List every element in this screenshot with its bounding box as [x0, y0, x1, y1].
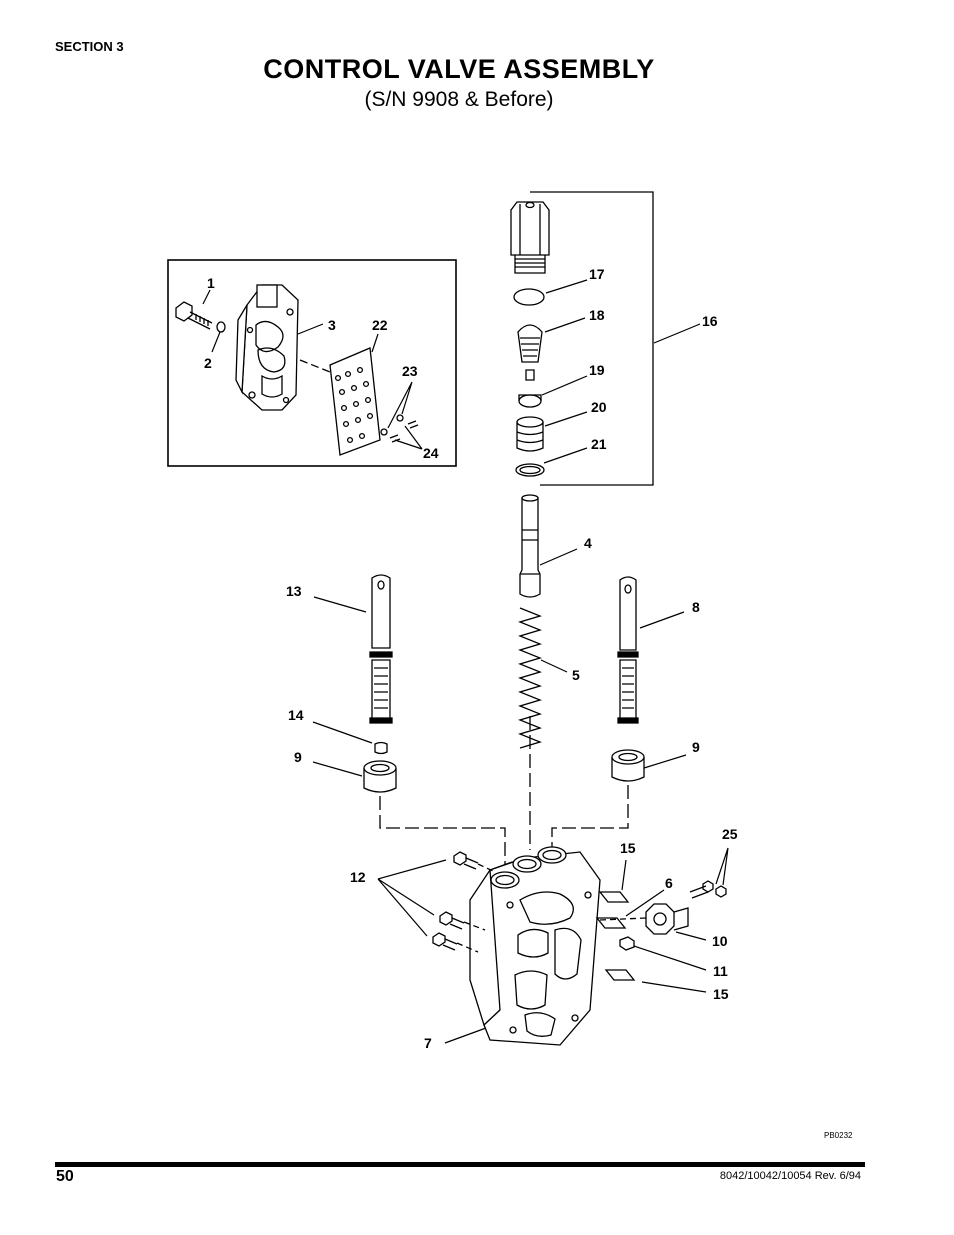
part-25-screws [689, 880, 727, 899]
callout-12: 12 [350, 869, 366, 885]
callout-17: 17 [589, 266, 605, 282]
part-14-ball [374, 741, 388, 755]
callout-3: 3 [328, 317, 336, 333]
part-19-spring [517, 324, 543, 363]
inset-washer [216, 321, 226, 333]
part-9-seal-right [611, 749, 645, 782]
part-17-cap [510, 201, 550, 274]
part-7-valve-body [469, 846, 601, 1046]
inset-separator-plate [329, 347, 381, 456]
callout-13: 13 [286, 583, 302, 599]
revision-label: 8042/10042/10054 Rev. 6/94 [719, 1170, 861, 1182]
callout-7: 7 [424, 1035, 432, 1051]
part-20-piston [516, 416, 544, 452]
callout-10: 10 [712, 933, 728, 949]
callout-2: 2 [204, 355, 212, 371]
inset-frame [167, 259, 457, 467]
page-number: 50 [56, 1168, 74, 1185]
drawing-code: PB0232 [824, 1131, 853, 1140]
footer-rule [55, 1162, 865, 1167]
callout-5: 5 [572, 667, 580, 683]
callout-22: 22 [372, 317, 388, 333]
part-19-poppet [518, 369, 542, 408]
part-9-seal-left [363, 760, 397, 793]
part-18-oring [513, 288, 545, 306]
part-21-ring [515, 463, 545, 477]
inset-bolt [175, 301, 213, 330]
callout-14: 14 [288, 707, 304, 723]
callout-1: 1 [207, 275, 215, 291]
callout-16: 16 [702, 313, 718, 329]
part-13-spool [369, 574, 393, 724]
part-8-spool [617, 576, 639, 724]
callout-11: 11 [713, 963, 728, 979]
callout-9-right: 9 [692, 739, 700, 755]
callout-8: 8 [692, 599, 700, 615]
callout-25: 25 [722, 826, 738, 842]
inset-valve-body [235, 284, 299, 411]
part-12-bolts [432, 851, 479, 951]
callout-21: 21 [591, 436, 607, 452]
part-5-spring [518, 607, 542, 749]
callout-20: 20 [591, 399, 607, 415]
callout-9-left: 9 [294, 749, 302, 765]
part-11-plug [619, 936, 635, 951]
part-4-spool [519, 494, 541, 598]
callout-24: 24 [423, 445, 439, 461]
page-title: CONTROL VALVE ASSEMBLY [263, 54, 655, 84]
callout-15-top: 15 [620, 840, 636, 856]
section-label: SECTION 3 [55, 39, 124, 54]
part-15-detents [595, 891, 636, 981]
callout-4: 4 [584, 535, 592, 551]
callout-19: 19 [589, 362, 605, 378]
leader-lines [202, 279, 729, 1044]
callout-23: 23 [402, 363, 418, 379]
callout-15-bottom: 15 [713, 986, 729, 1002]
part-10-fitting [645, 903, 689, 935]
page-subtitle: (S/N 9908 & Before) [364, 88, 554, 111]
callout-18: 18 [589, 307, 605, 323]
callout-6: 6 [665, 875, 673, 891]
